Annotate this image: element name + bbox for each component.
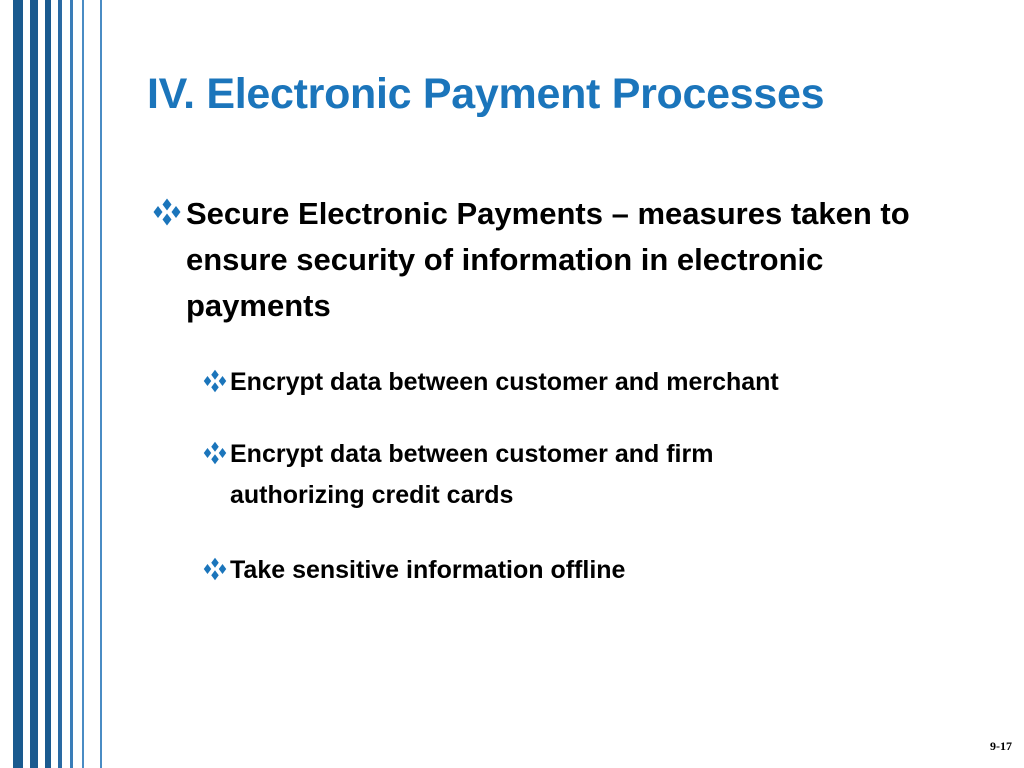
four-diamond-bullet-icon bbox=[203, 369, 227, 393]
sub-bullet-item: Encrypt data between customer and firm a… bbox=[200, 434, 840, 516]
four-diamond-bullet-icon bbox=[203, 441, 227, 465]
stripe bbox=[70, 0, 73, 768]
sub-bullet-text: Encrypt data between customer and mercha… bbox=[230, 368, 779, 396]
sub-bullet-text: Encrypt data between customer and firm a… bbox=[230, 440, 714, 509]
sub-bullet-item: Encrypt data between customer and mercha… bbox=[200, 362, 900, 403]
page-number: 9-17 bbox=[990, 739, 1012, 753]
stripe bbox=[30, 0, 38, 768]
bullet-item: Secure Electronic Payments – measures ta… bbox=[148, 191, 958, 329]
bullet-text: Secure Electronic Payments – measures ta… bbox=[186, 196, 910, 323]
stripe bbox=[13, 0, 23, 768]
stripe bbox=[82, 0, 84, 768]
stripe bbox=[58, 0, 62, 768]
slide-title: IV. Electronic Payment Processes bbox=[147, 70, 825, 118]
four-diamond-bullet-icon bbox=[153, 198, 181, 226]
stripe bbox=[45, 0, 51, 768]
sub-bullet-item: Take sensitive information offline bbox=[200, 550, 900, 591]
sub-bullet-text: Take sensitive information offline bbox=[230, 556, 626, 584]
stripe bbox=[100, 0, 102, 768]
four-diamond-bullet-icon bbox=[203, 557, 227, 581]
